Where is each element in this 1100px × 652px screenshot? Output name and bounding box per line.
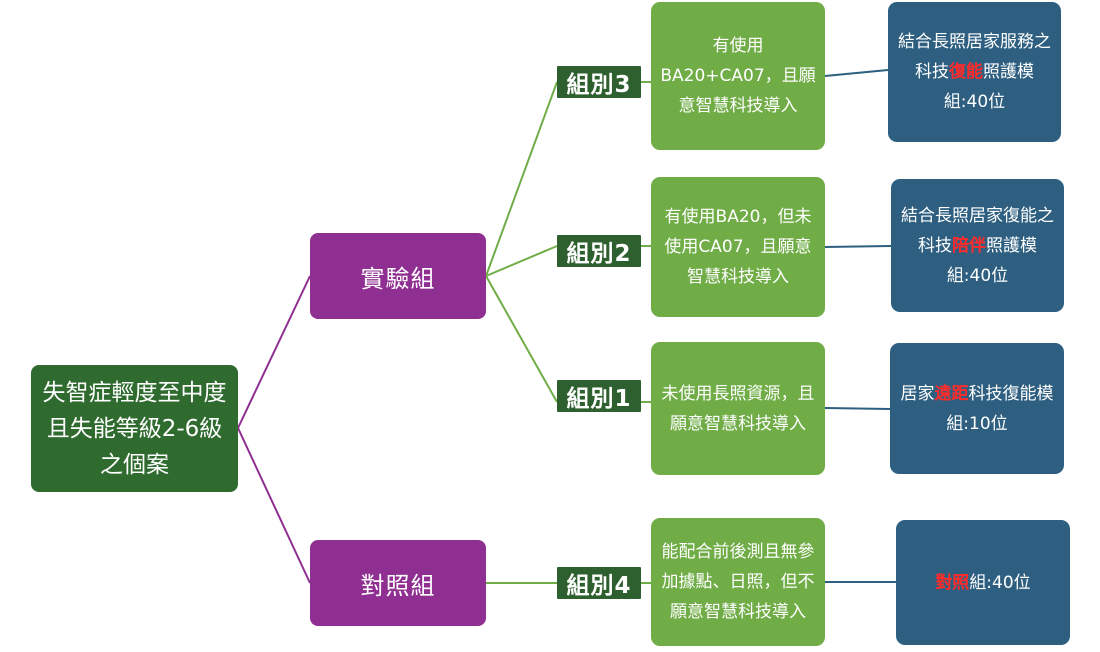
group1-condition-text: 未使用長照資源，且願意智慧科技導入 (661, 383, 815, 434)
group4-condition: 能配合前後測且無參加據點、日照，但不願意智慧科技導入 (651, 518, 825, 646)
root-label: 失智症輕度至中度且失能等級2-6級之個案 (42, 379, 227, 478)
group3-tag-label: 組別3 (566, 72, 632, 98)
group1-tag: 組別1 (557, 380, 641, 412)
connector-cond3-result (824, 69, 889, 77)
group3-tag: 組別3 (557, 66, 641, 98)
control-group-label: 對照組 (360, 571, 436, 600)
connector-root-experimental (237, 275, 311, 429)
group1-condition: 未使用長照資源，且願意智慧科技導入 (651, 342, 825, 475)
group2-condition: 有使用BA20，但未使用CA07，且願意智慧科技導入 (651, 177, 825, 317)
connector-cond2-result (824, 245, 892, 248)
connector-experimental-group2 (485, 245, 558, 277)
group2-tag-label: 組別2 (566, 241, 632, 267)
connector-experimental-group1 (485, 275, 558, 403)
group2-result-text: 結合長照居家復能之科技陪伴照護模組:40位 (901, 201, 1054, 291)
group3-result: 結合長照居家服務之科技復能照護模組:40位 (888, 2, 1061, 142)
connector-cond1-result (824, 407, 891, 410)
group1-result-text: 居家遠距科技復能模組:10位 (900, 379, 1054, 439)
connector-experimental-group3 (485, 81, 558, 277)
group4-tag-label: 組別4 (566, 573, 632, 599)
group2-result-pre: 結合長照居家復能之科技 (901, 205, 1054, 256)
group2-result-highlight: 陪伴 (952, 235, 986, 256)
group2-result-post: 照護模組:40位 (946, 235, 1037, 286)
experimental-group-label: 實驗組 (360, 264, 436, 293)
group2-result: 結合長照居家復能之科技陪伴照護模組:40位 (891, 179, 1064, 312)
group4-result-text: 對照組:40位 (935, 568, 1030, 598)
group2-tag: 組別2 (557, 235, 641, 267)
group1-result-post: 科技復能模組:10位 (946, 383, 1054, 434)
group4-result-highlight: 對照 (935, 572, 970, 593)
group3-result-highlight: 復能 (949, 62, 983, 82)
root-node: 失智症輕度至中度且失能等級2-6級之個案 (31, 365, 238, 492)
group4-result: 對照組:40位 (896, 520, 1070, 645)
experimental-group-node: 實驗組 (310, 233, 486, 319)
group2-condition-text: 有使用BA20，但未使用CA07，且願意智慧科技導入 (664, 207, 812, 287)
group1-result: 居家遠距科技復能模組:10位 (890, 343, 1064, 474)
group4-condition-text: 能配合前後測且無參加據點、日照，但不願意智慧科技導入 (661, 542, 815, 622)
group1-result-highlight: 遠距 (934, 383, 969, 404)
group1-tag-label: 組別1 (566, 386, 632, 412)
control-group-node: 對照組 (310, 540, 486, 626)
connector-root-control (237, 427, 311, 584)
group3-result-pre: 結合長照居家服務之科技 (898, 32, 1051, 82)
group4-tag: 組別4 (557, 567, 641, 599)
group3-condition-text: 有使用BA20+CA07，且願意智慧科技導入 (660, 36, 816, 116)
group4-result-post: 組:40位 (969, 572, 1031, 593)
group3-result-post: 照護模組:40位 (943, 62, 1034, 112)
group1-result-pre: 居家 (900, 383, 935, 404)
group3-result-text: 結合長照居家服務之科技復能照護模組:40位 (898, 27, 1051, 117)
group3-condition: 有使用BA20+CA07，且願意智慧科技導入 (651, 2, 825, 150)
